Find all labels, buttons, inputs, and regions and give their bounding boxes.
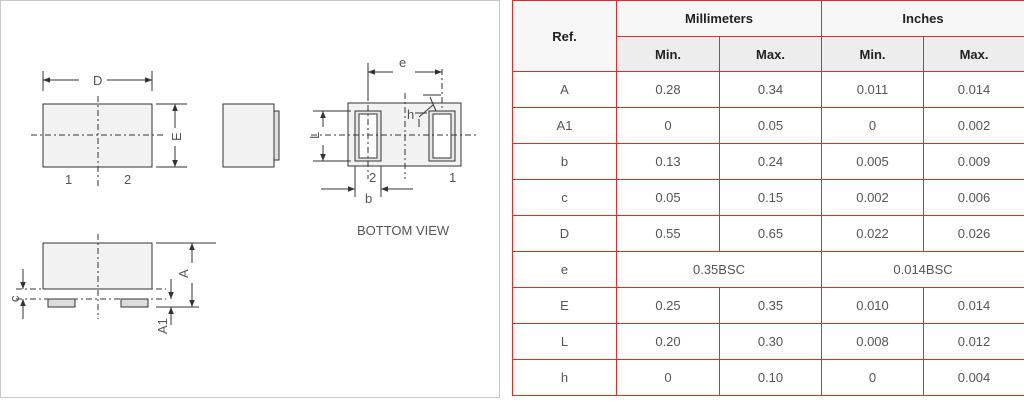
table-row: h 0 0.10 0 0.004 [512, 359, 1024, 396]
cell-mm-min: 0 [616, 359, 720, 396]
cell-mm-max: 0.05 [718, 107, 823, 144]
cell-mm-max: 0.65 [718, 215, 823, 252]
table-row: L 0.20 0.30 0.008 0.012 [512, 323, 1024, 360]
label-D: D [93, 73, 102, 88]
cell-in-max: 0.004 [923, 359, 1024, 396]
label-c: c [7, 295, 22, 302]
table-row: e 0.35BSC 0.014BSC [512, 251, 1024, 288]
side-view-body [222, 103, 275, 168]
cell-in-min: 0.002 [821, 179, 925, 216]
cell-in-min: 0.022 [821, 215, 925, 252]
label-A: A [176, 269, 191, 278]
cell-in-min: 0.011 [821, 71, 925, 108]
header-mm-max: Max. [718, 36, 823, 72]
label-h: h [407, 107, 414, 122]
table-row: c 0.05 0.15 0.002 0.006 [512, 179, 1024, 216]
cell-ref: e [512, 251, 617, 288]
cell-in-max: 0.012 [923, 323, 1024, 360]
cell-ref: A [512, 71, 617, 108]
cell-ref: A1 [512, 107, 617, 144]
header-ref: Ref. [512, 0, 617, 72]
cell-in-min: 0.008 [821, 323, 925, 360]
bottom-view-label: BOTTOM VIEW [357, 223, 450, 238]
package-outline-drawing: D E 1 2 e L b h 2 1 BOTTOM VIEW A A1 c [7, 55, 476, 334]
label-b: b [365, 191, 372, 206]
cell-mm-min: 0 [616, 107, 720, 144]
cell-in-min: 0.010 [821, 287, 925, 324]
cell-in-max: 0.026 [923, 215, 1024, 252]
cell-in-min: 0 [821, 107, 925, 144]
cell-ref: L [512, 323, 617, 360]
cell-mm-min: 0.20 [616, 323, 720, 360]
header-millimeters: Millimeters [615, 0, 823, 37]
label-pin1: 1 [65, 172, 72, 187]
header-in-min: Min. [821, 36, 925, 72]
header-inches: Inches [821, 0, 1024, 37]
cell-ref: D [512, 215, 617, 252]
cell-mm-max: 0.10 [718, 359, 823, 396]
label-L: L [307, 132, 322, 139]
cell-mm-max: 0.35 [718, 287, 823, 324]
package-drawing: D E 1 2 e L b h 2 1 BOTTOM VIEW A A1 c [0, 0, 500, 398]
cell-mm-min: 0.55 [616, 215, 720, 252]
label-e: e [399, 55, 406, 70]
cell-in-max: 0.009 [923, 143, 1024, 180]
cell-in-min: 0 [821, 359, 925, 396]
cell-in-max: 0.014 [923, 287, 1024, 324]
label-E: E [169, 132, 184, 141]
cell-mm-min: 0.13 [616, 143, 720, 180]
cell-ref: h [512, 359, 617, 396]
cell-mm-max: 0.30 [718, 323, 823, 360]
label-pin2: 2 [124, 172, 131, 187]
cell-in-min: 0.005 [821, 143, 925, 180]
label-bottom-pin2: 2 [369, 170, 376, 185]
cell-in-max: 0.014 [923, 71, 1024, 108]
label-bottom-pin1: 1 [449, 170, 456, 185]
cell-in-bsc: 0.014BSC [821, 251, 1024, 288]
cell-ref: b [512, 143, 617, 180]
table-row: D 0.55 0.65 0.022 0.026 [512, 215, 1024, 252]
cell-mm-min: 0.05 [616, 179, 720, 216]
cell-ref: c [512, 179, 617, 216]
cell-in-max: 0.002 [923, 107, 1024, 144]
cell-mm-min: 0.25 [616, 287, 720, 324]
table-row: E 0.25 0.35 0.010 0.014 [512, 287, 1024, 324]
cell-mm-max: 0.24 [718, 143, 823, 180]
table-row: A 0.28 0.34 0.011 0.014 [512, 71, 1024, 108]
dimensions-table-panel: Ref. Millimeters Inches Min. Max. Min. M… [512, 0, 1024, 401]
cell-mm-max: 0.15 [718, 179, 823, 216]
table-row: A1 0 0.05 0 0.002 [512, 107, 1024, 144]
cell-mm-bsc: 0.35BSC [615, 251, 823, 288]
cell-ref: E [512, 287, 617, 324]
label-A1: A1 [155, 318, 170, 334]
dimensions-table: Ref. Millimeters Inches Min. Max. Min. M… [512, 0, 1024, 396]
cell-in-max: 0.006 [923, 179, 1024, 216]
table-row: b 0.13 0.24 0.005 0.009 [512, 143, 1024, 180]
header-mm-min: Min. [616, 36, 720, 72]
cell-mm-min: 0.28 [616, 71, 720, 108]
header-in-max: Max. [923, 36, 1024, 72]
cell-mm-max: 0.34 [718, 71, 823, 108]
